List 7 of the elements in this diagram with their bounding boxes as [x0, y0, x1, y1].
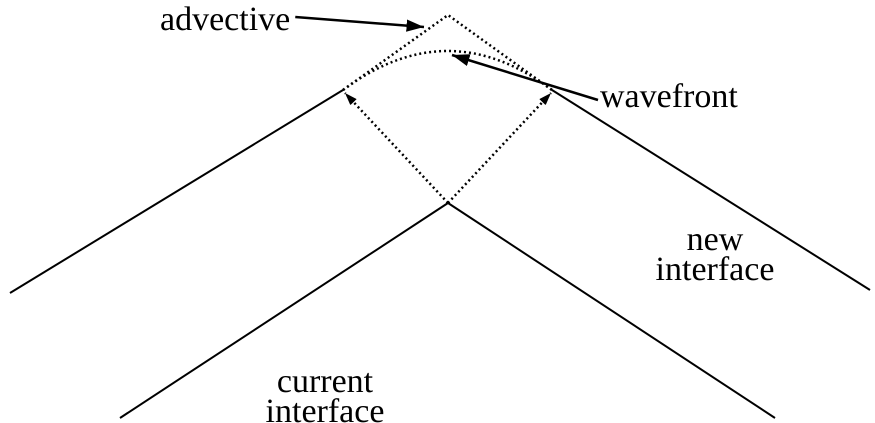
interface-label: current interface — [264, 367, 386, 423]
callout-label: advective — [160, 5, 290, 35]
leader-line — [452, 54, 598, 102]
advective-front — [342, 13, 553, 92]
callout-label: wavefront — [600, 82, 738, 112]
interface-label: new interface — [654, 225, 776, 285]
leader-line — [295, 16, 424, 32]
